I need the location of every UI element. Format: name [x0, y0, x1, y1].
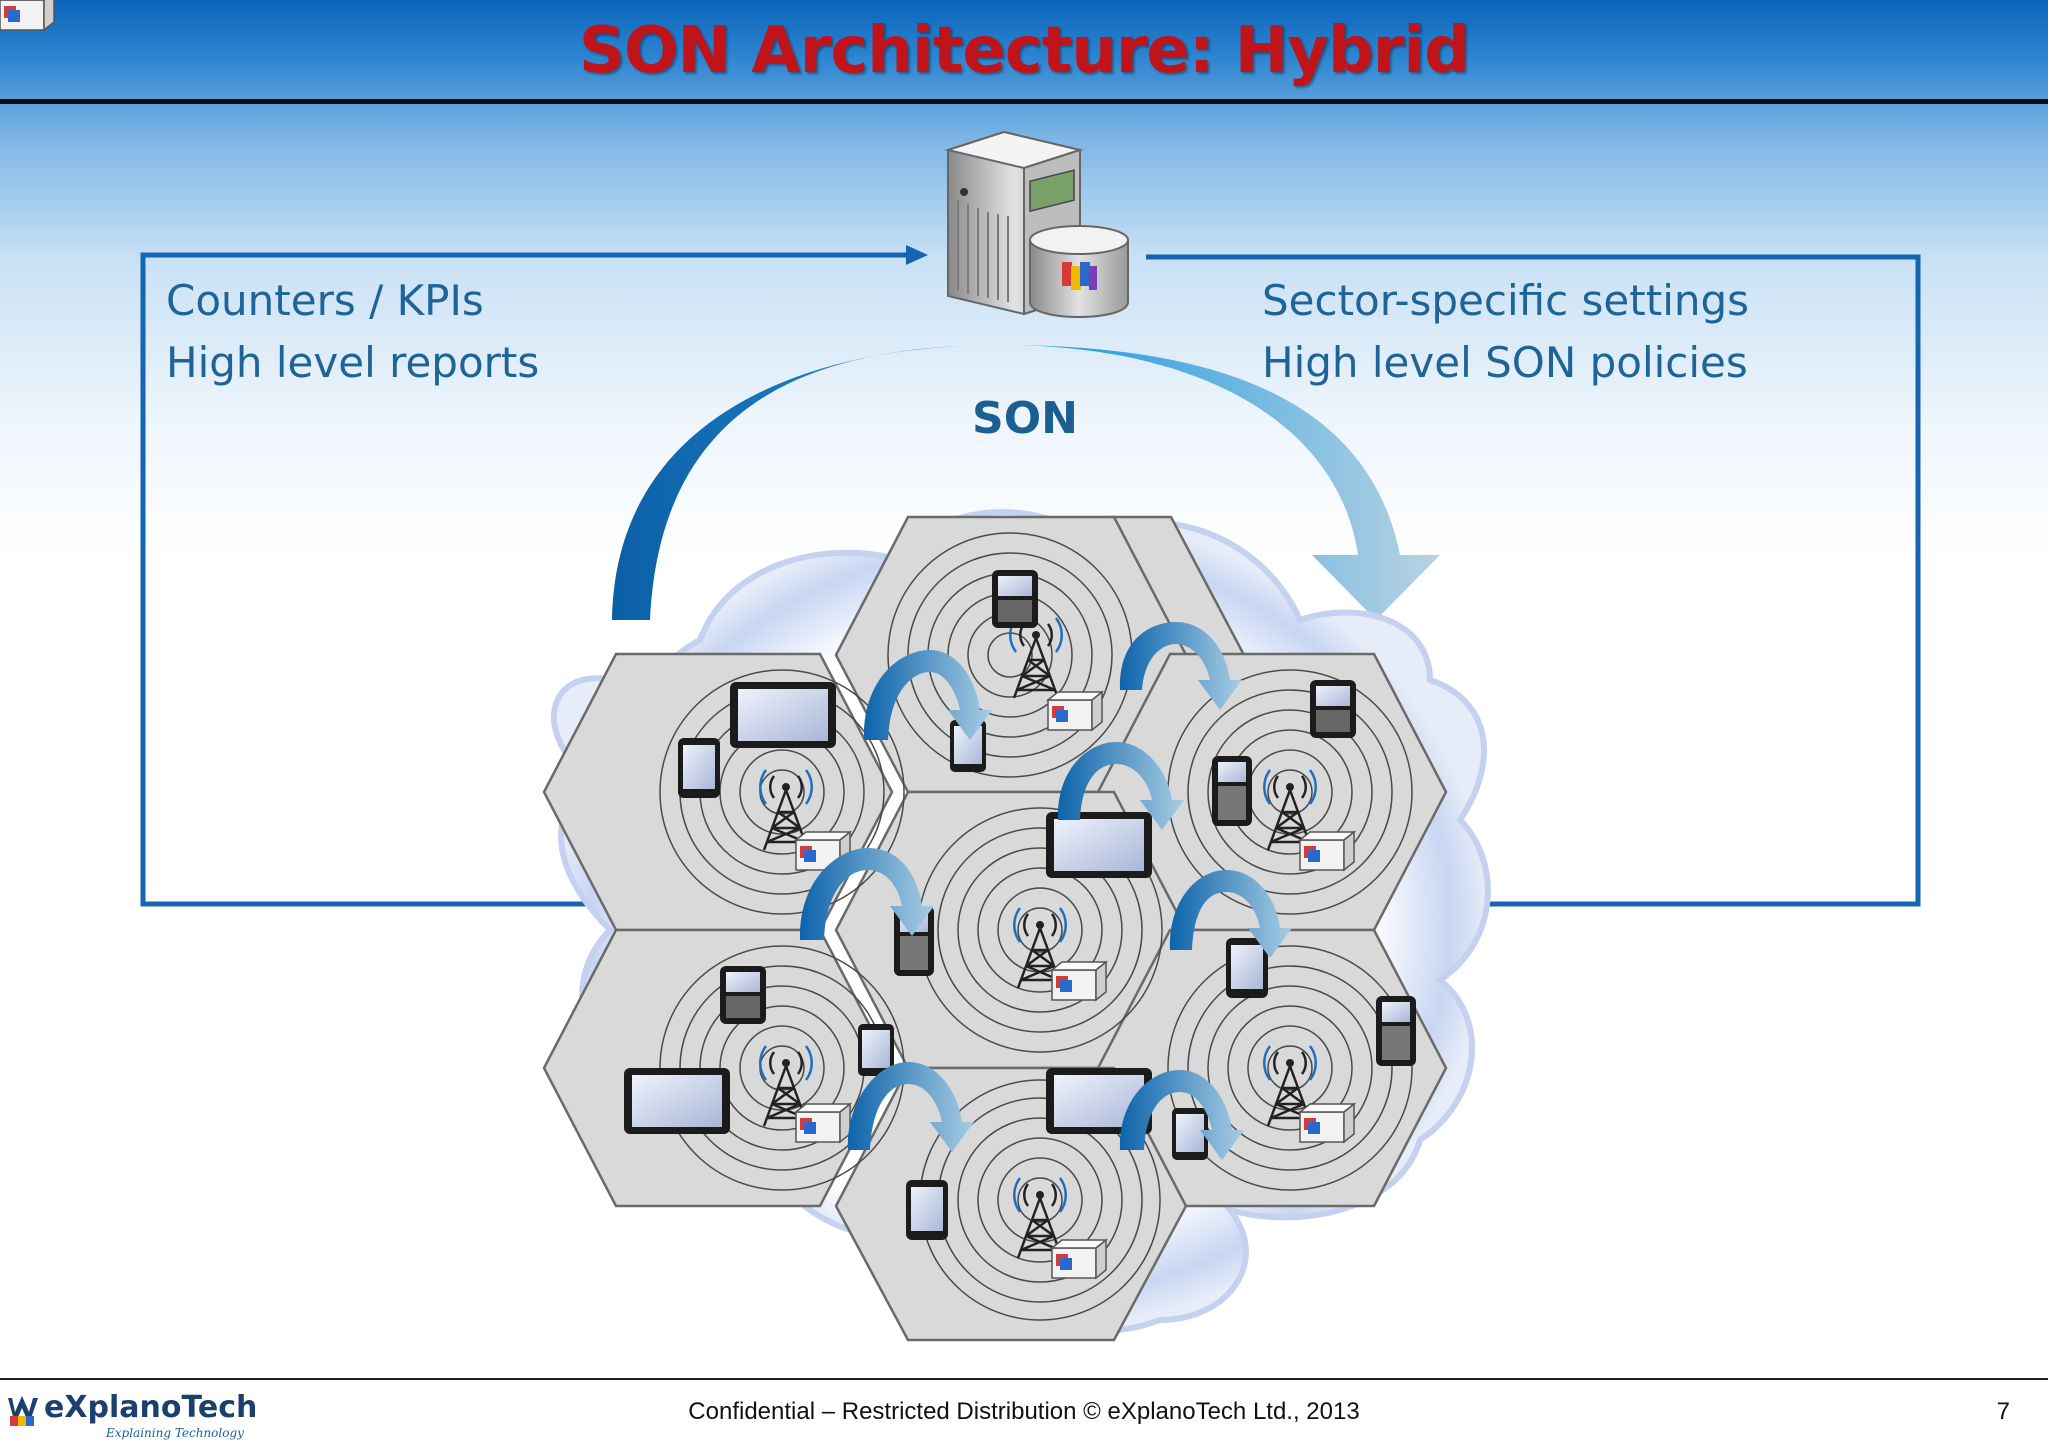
curved-arrow-icon: [1119, 622, 1242, 710]
son-server: [944, 130, 1129, 318]
footer-notice: Confidential – Restricted Distribution ©…: [688, 1398, 1360, 1425]
base-station-icon: [1299, 831, 1355, 871]
left-label-counters: Counters / KPIs: [166, 276, 484, 325]
smartphone-icon: [858, 1024, 894, 1076]
smartphone-icon: [678, 738, 720, 798]
curved-arrow-icon: [863, 650, 992, 740]
database-icon: [1029, 225, 1129, 318]
arrowhead-to-server: [906, 245, 928, 265]
base-station-icon: [1047, 691, 1103, 731]
tablet-icon: [1046, 812, 1152, 878]
logo-text: eXplanoTech: [44, 1390, 258, 1425]
tablet-icon: [624, 1068, 730, 1134]
curved-arrow-icon: [1169, 870, 1292, 958]
base-station-icon: [1051, 1239, 1107, 1279]
base-station-icon: [795, 1103, 851, 1143]
feature-phone-icon: [1212, 756, 1252, 826]
page-number: 7: [1996, 1398, 2010, 1425]
base-station-icon: [1051, 961, 1107, 1001]
son-arc-fill: [612, 345, 1440, 620]
right-label-settings: Sector-specific settings: [1262, 276, 1750, 325]
curved-arrow-icon: [1119, 1070, 1244, 1160]
curved-arrow-icon: [1057, 742, 1184, 830]
right-label-policies: High level SON policies: [1262, 338, 1748, 387]
feature-phone-icon: [720, 966, 766, 1024]
feature-phone-icon: [1310, 680, 1356, 738]
title-divider: [0, 99, 2048, 104]
slide-title: SON Architecture: Hybrid: [578, 14, 1470, 88]
footer-divider: [0, 1378, 2048, 1380]
smartphone-icon: [906, 1180, 948, 1240]
son-label: SON: [972, 393, 1078, 444]
son-diagram: [0, 0, 1921, 1342]
smartphone-icon: [1172, 1108, 1208, 1160]
curved-arrow-icon: [799, 848, 934, 940]
curved-arrow-icon: [847, 1062, 974, 1152]
feature-phone-icon: [1376, 996, 1416, 1066]
left-label-reports: High level reports: [166, 338, 540, 387]
logo-tagline: Explaining Technology: [106, 1426, 244, 1440]
base-station-icon: [1299, 1103, 1355, 1143]
company-logo: eXplanoTech Explaining Technology: [6, 1390, 257, 1442]
smartphone-icon: [1226, 938, 1268, 998]
feature-phone-icon: [992, 570, 1038, 628]
tablet-icon: [1046, 1068, 1152, 1134]
feedback-loop-connector: [140, 252, 1921, 907]
base-station-icon: [0, 0, 55, 32]
tablet-icon: [730, 682, 836, 748]
logo-mark-icon: [8, 1396, 38, 1426]
